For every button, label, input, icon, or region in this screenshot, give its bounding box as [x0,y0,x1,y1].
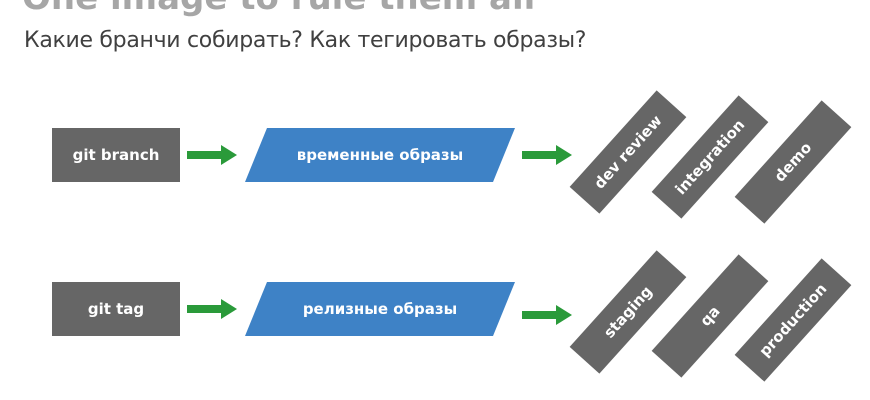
temporary-images-box: временные образы [245,128,515,182]
arrow-icon [187,299,237,319]
git-tag-box: git tag [52,282,180,336]
arrow-icon [522,145,572,165]
temporary-images-label: временные образы [296,146,464,164]
arrow-icon [522,305,572,325]
slide-subtitle: Какие бранчи собирать? Как тегировать об… [24,28,587,53]
arrow-icon [187,145,237,165]
git-branch-box: git branch [52,128,180,182]
slide-title: One image to rule them all [22,0,535,18]
release-images-label: релизные образы [302,300,458,318]
release-images-box: релизные образы [245,282,515,336]
